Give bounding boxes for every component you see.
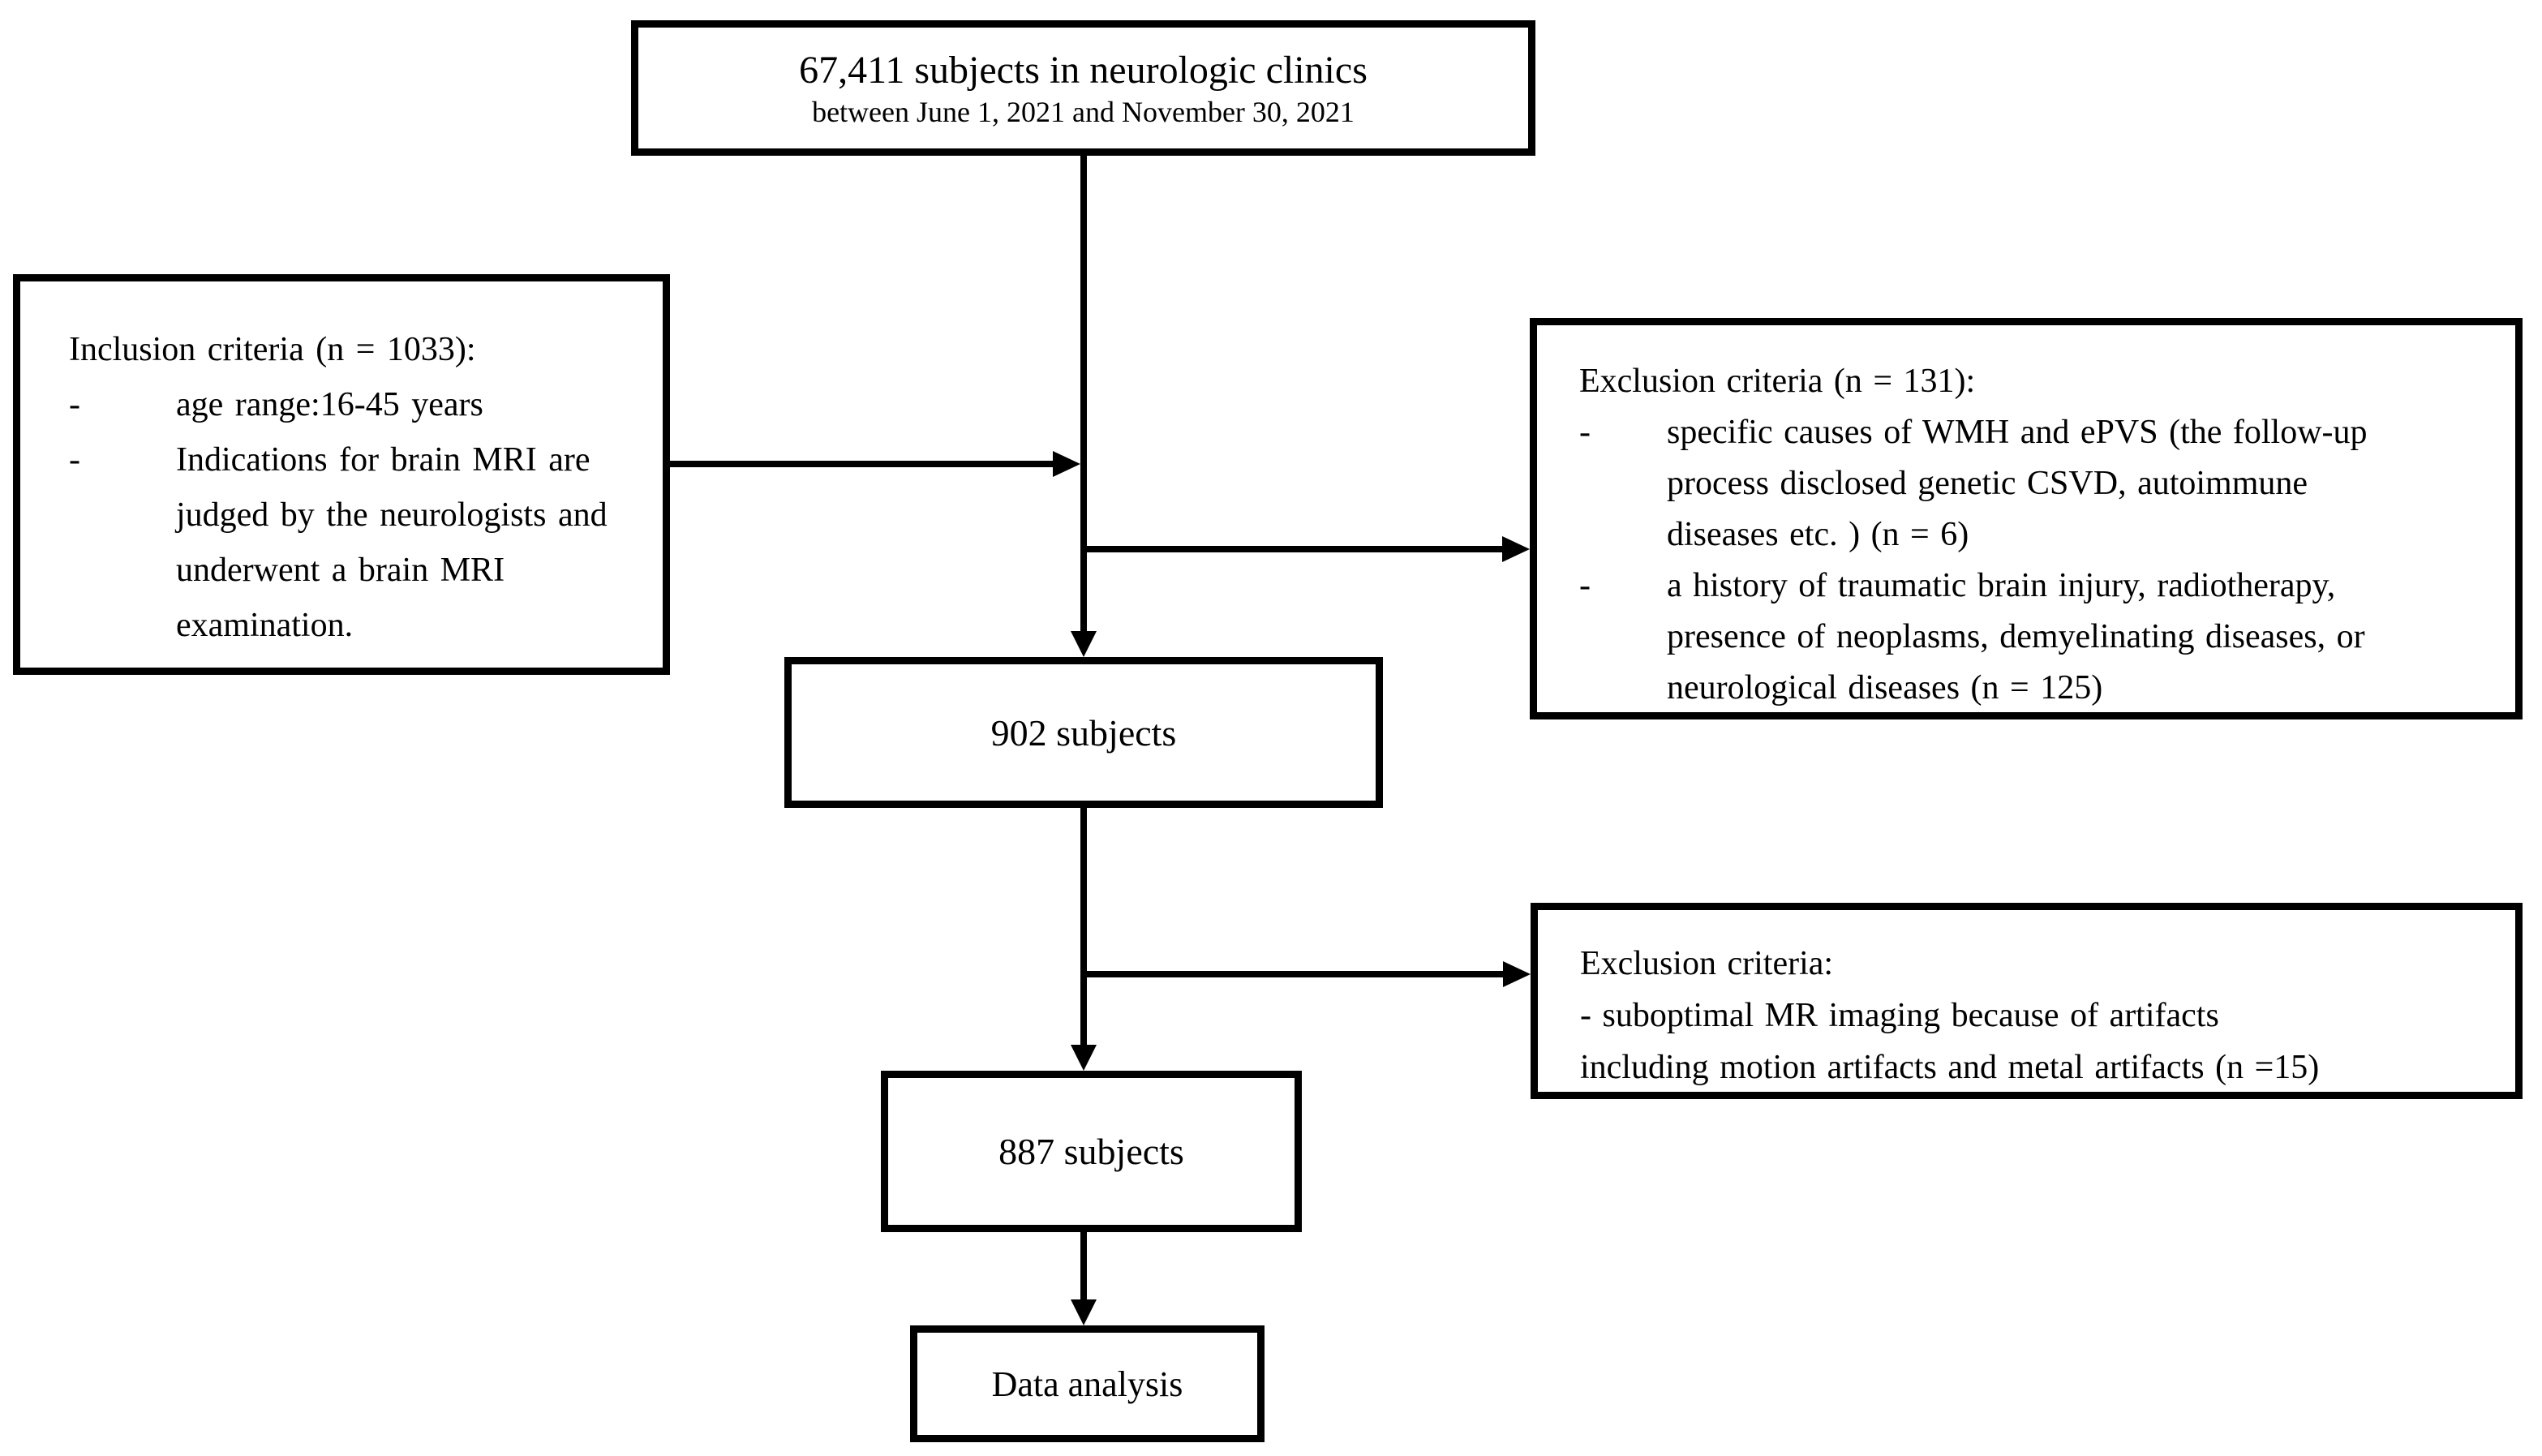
inclusion-item-text: age range:16-45 years	[176, 386, 483, 423]
subjects-902-label: 902 subjects	[990, 711, 1177, 754]
connector-main-to-exclusion-2	[1080, 971, 1503, 977]
connector-inclusion-to-main	[670, 461, 1056, 467]
enrollment-count-text: 67,411 subjects in neurologic clinics	[799, 48, 1368, 92]
bullet-dash: -	[1579, 567, 1591, 604]
exclusion-criteria-2-text: - suboptimal MR imaging because of artif…	[1580, 997, 2320, 1086]
data-analysis-box: Data analysis	[910, 1325, 1265, 1442]
arrowhead-exclusion-2	[1503, 961, 1531, 987]
bullet-dash: -	[69, 386, 80, 423]
arrowhead-into-analysis	[1071, 1299, 1097, 1325]
exclusion-criteria-box-1: Exclusion criteria (n = 131): - specific…	[1530, 318, 2523, 719]
exclusion-criteria-1-title: Exclusion criteria (n = 131):	[1579, 363, 1976, 400]
arrowhead-into-902	[1071, 631, 1097, 657]
enrollment-period-text: between June 1, 2021 and November 30, 20…	[812, 95, 1355, 128]
connector-main-to-exclusion-1	[1080, 546, 1504, 552]
exclusion-item: - specific causes of WMH and ePVS (the f…	[1579, 407, 2494, 560]
arrowhead-into-887	[1071, 1045, 1097, 1071]
bullet-dash: -	[69, 441, 80, 479]
exclusion-criteria-2-title: Exclusion criteria:	[1580, 945, 1834, 982]
connector-887-to-analysis	[1080, 1232, 1087, 1301]
exclusion-item-text: specific causes of WMH and ePVS (the fol…	[1667, 414, 2368, 553]
exclusion-item-text: a history of traumatic brain injury, rad…	[1667, 567, 2365, 707]
subjects-887-box: 887 subjects	[881, 1071, 1302, 1232]
enrollment-box: 67,411 subjects in neurologic clinics be…	[631, 20, 1535, 156]
exclusion-criteria-box-2: Exclusion criteria: - suboptimal MR imag…	[1531, 903, 2523, 1099]
bullet-dash: -	[1579, 414, 1591, 451]
subjects-887-label: 887 subjects	[998, 1131, 1184, 1172]
inclusion-criteria-box: Inclusion criteria (n = 1033): - age ran…	[13, 274, 670, 675]
inclusion-item: - age range:16-45 years	[69, 377, 638, 432]
data-analysis-label: Data analysis	[991, 1364, 1183, 1404]
arrowhead-inclusion	[1053, 451, 1080, 477]
inclusion-item-text: Indications for brain MRI are judged by …	[176, 441, 608, 644]
subjects-902-box: 902 subjects	[784, 657, 1383, 808]
arrowhead-exclusion-1	[1502, 536, 1530, 562]
inclusion-item: - Indications for brain MRI are judged b…	[69, 432, 638, 653]
inclusion-criteria-title: Inclusion criteria (n = 1033):	[69, 331, 476, 368]
exclusion-item: - a history of traumatic brain injury, r…	[1579, 560, 2494, 714]
connector-902-to-887	[1080, 808, 1087, 1046]
connector-top-to-902	[1080, 154, 1087, 633]
